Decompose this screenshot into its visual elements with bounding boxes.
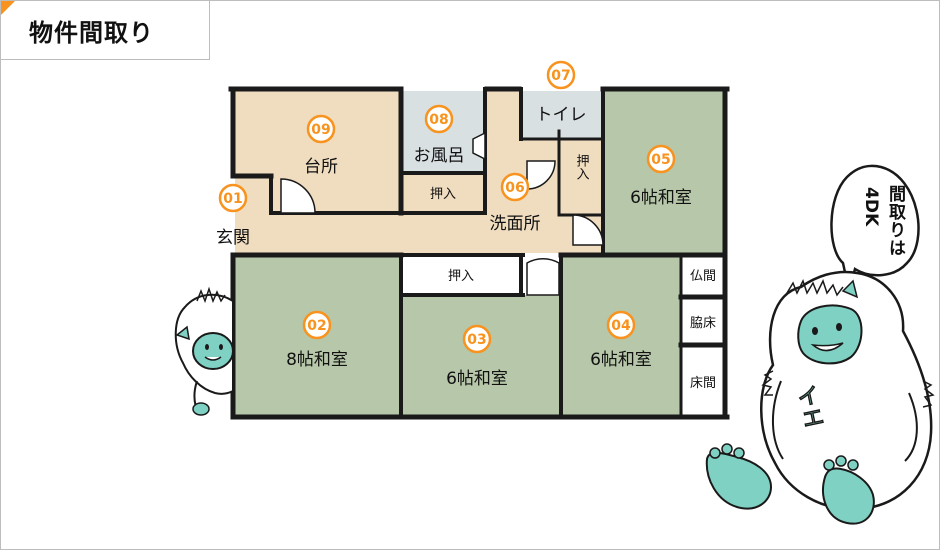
svg-text:02: 02 bbox=[307, 318, 326, 334]
genkan-floor-2 bbox=[235, 173, 275, 253]
room-number-09: 09 bbox=[306, 114, 336, 144]
doors bbox=[280, 131, 604, 296]
svg-text:09: 09 bbox=[311, 122, 330, 138]
yeti-mascot: イエ bbox=[705, 270, 935, 525]
room-label-senmen: 洗面所 bbox=[490, 214, 541, 234]
svg-text:08: 08 bbox=[429, 112, 448, 128]
room-label-kitchen: 台所 bbox=[304, 157, 338, 177]
room-number-03: 03 bbox=[462, 324, 492, 354]
room-label-05: 6帖和室 bbox=[630, 188, 692, 208]
oshiire-middle-label: 押入 bbox=[448, 269, 474, 284]
bubble-line2: 4DK bbox=[861, 187, 881, 227]
room-labels: 玄関 8帖和室 6帖和室 6帖和室 6帖和室 洗面所 トイレ お風呂 台所 bbox=[216, 105, 692, 389]
storage-labels: 押入 押入 押入 仏間 脇床 床間 bbox=[430, 154, 716, 391]
oshiire-bath-label: 押入 bbox=[430, 187, 456, 202]
toilet-floor bbox=[519, 91, 603, 139]
svg-text:07: 07 bbox=[551, 68, 570, 84]
svg-text:03: 03 bbox=[467, 332, 486, 348]
page-title: 物件間取り bbox=[29, 19, 154, 47]
room-number-08: 08 bbox=[424, 104, 454, 134]
title-corner-accent bbox=[1, 1, 15, 15]
room-label-bath: お風呂 bbox=[414, 146, 465, 166]
svg-text:06: 06 bbox=[505, 180, 524, 196]
room-number-01: 01 bbox=[218, 183, 248, 213]
room-number-06: 06 bbox=[500, 172, 530, 202]
butsuma-label: 仏間 bbox=[690, 269, 716, 284]
horn-icon bbox=[175, 325, 190, 341]
room-label-03: 6帖和室 bbox=[446, 369, 508, 389]
hall-door-icon bbox=[526, 257, 560, 296]
room-label-toilet: トイレ bbox=[536, 105, 587, 125]
storage-door-icon bbox=[572, 214, 604, 246]
room-numbers: 01 02 03 04 05 06 bbox=[218, 60, 676, 354]
tokonoma-label: 床間 bbox=[690, 376, 716, 391]
peeking-mascot bbox=[174, 286, 234, 416]
kitchen-door-icon bbox=[280, 178, 316, 214]
room-number-05: 05 bbox=[646, 144, 676, 174]
bath-door-icon bbox=[472, 131, 486, 161]
room-number-02: 02 bbox=[302, 310, 332, 340]
oshiire-vertical-label: 押入 bbox=[574, 154, 590, 180]
bubble-line1: 間取りは bbox=[885, 185, 906, 257]
room03-floor bbox=[401, 295, 561, 415]
title-box: 物件間取り bbox=[1, 1, 210, 60]
svg-text:04: 04 bbox=[611, 318, 631, 334]
room-label-02: 8帖和室 bbox=[286, 350, 348, 370]
horn-icon bbox=[841, 279, 859, 299]
wakidoko-label: 脇床 bbox=[690, 316, 716, 331]
speech-bubble: 間取りは 4DK bbox=[830, 164, 920, 292]
room-label-04: 6帖和室 bbox=[590, 350, 652, 370]
svg-text:05: 05 bbox=[651, 152, 670, 168]
room-number-04: 04 bbox=[606, 310, 636, 340]
svg-text:01: 01 bbox=[223, 191, 242, 207]
room-number-07: 07 bbox=[546, 60, 576, 90]
room-label-genkan: 玄関 bbox=[216, 228, 250, 248]
